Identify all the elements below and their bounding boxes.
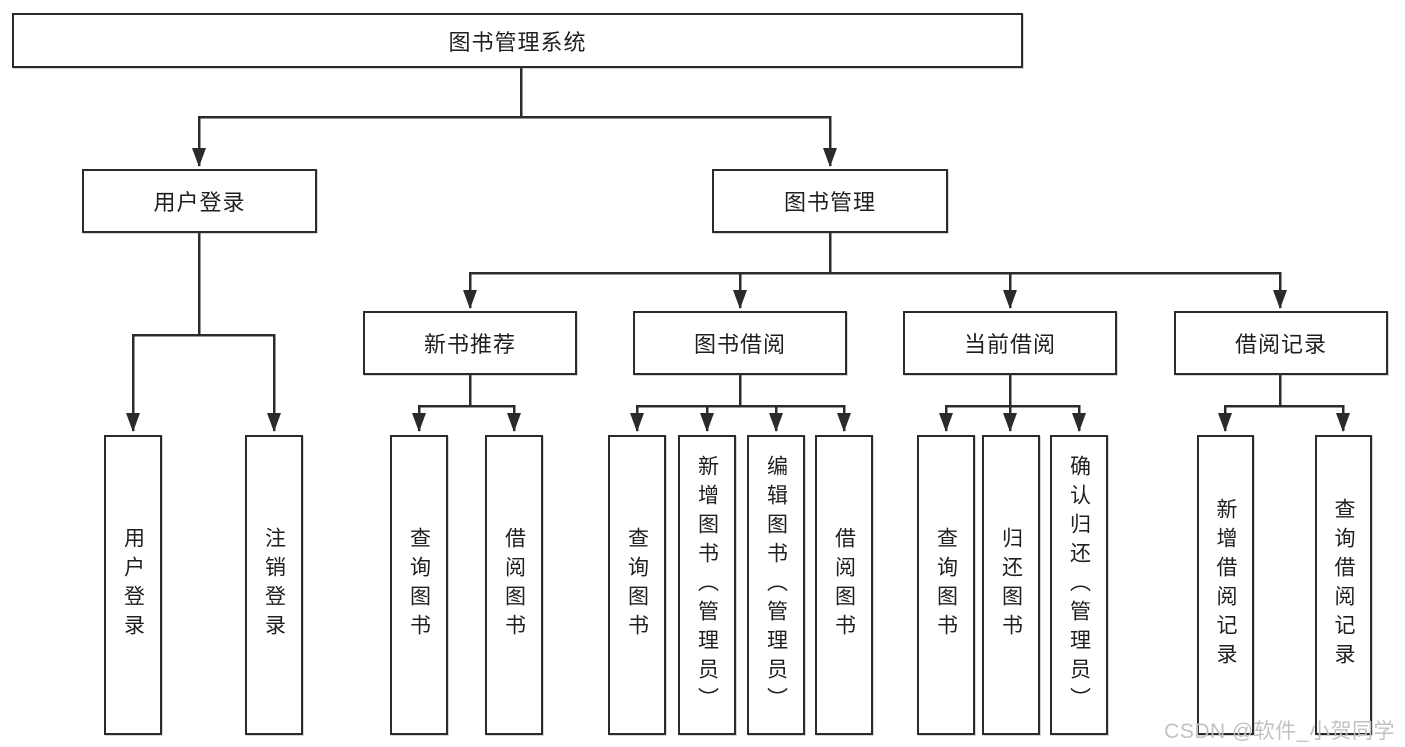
leaf-edit-book-admin: 编辑图书（管理员） [747, 435, 805, 735]
node-label: 图书管理 [783, 190, 876, 215]
node-label: 用户登录 [153, 190, 246, 215]
leaf-borrow-books: 借阅图书 [815, 435, 873, 735]
node-label: 查询图书 [625, 527, 649, 643]
node-library-management-system: 图书管理系统 [12, 13, 1023, 68]
node-label: 查询图书 [934, 527, 958, 643]
node-label: 图书管理系统 [448, 29, 587, 55]
node-label: 图书借阅 [693, 332, 786, 357]
leaf-confirm-return-admin: 确认归还（管理员） [1050, 435, 1108, 735]
node-book-management: 图书管理 [712, 169, 948, 233]
node-new-book-recommendation: 新书推荐 [363, 311, 577, 375]
node-label: 编辑图书（管理员） [764, 454, 788, 716]
leaf-query-books-recommend: 查询图书 [390, 435, 448, 735]
node-label: 当前借阅 [963, 332, 1056, 357]
node-label: 借阅图书 [502, 527, 526, 643]
node-label: 注销登录 [262, 527, 286, 643]
node-label: 归还图书 [999, 527, 1023, 643]
node-label: 新增借阅记录 [1214, 498, 1237, 672]
node-label: 确认归还（管理员） [1067, 454, 1091, 716]
node-borrowing-records: 借阅记录 [1174, 311, 1388, 375]
node-current-borrowing: 当前借阅 [903, 311, 1117, 375]
leaf-query-books-borrowing: 查询图书 [608, 435, 666, 735]
node-user-login-branch: 用户登录 [82, 169, 317, 233]
leaf-borrow-books-recommend: 借阅图书 [485, 435, 543, 735]
csdn-watermark: CSDN @软件_小贺同学 [1164, 720, 1395, 743]
node-label: 借阅记录 [1234, 332, 1327, 357]
leaf-return-book: 归还图书 [982, 435, 1040, 735]
node-book-borrowing: 图书借阅 [633, 311, 847, 375]
leaf-add-borrow-record: 新增借阅记录 [1197, 435, 1254, 735]
leaf-logout-login: 注销登录 [245, 435, 303, 735]
node-label: 查询借阅记录 [1332, 498, 1355, 672]
node-label: 用户登录 [121, 527, 145, 643]
leaf-add-book-admin: 新增图书（管理员） [678, 435, 736, 735]
leaf-query-borrow-record: 查询借阅记录 [1315, 435, 1372, 735]
node-label: 查询图书 [407, 527, 431, 643]
leaf-query-books-current: 查询图书 [917, 435, 975, 735]
node-label: 新增图书（管理员） [695, 454, 719, 716]
node-label: 借阅图书 [832, 527, 856, 643]
node-label: 新书推荐 [423, 332, 516, 357]
leaf-user-login: 用户登录 [104, 435, 162, 735]
